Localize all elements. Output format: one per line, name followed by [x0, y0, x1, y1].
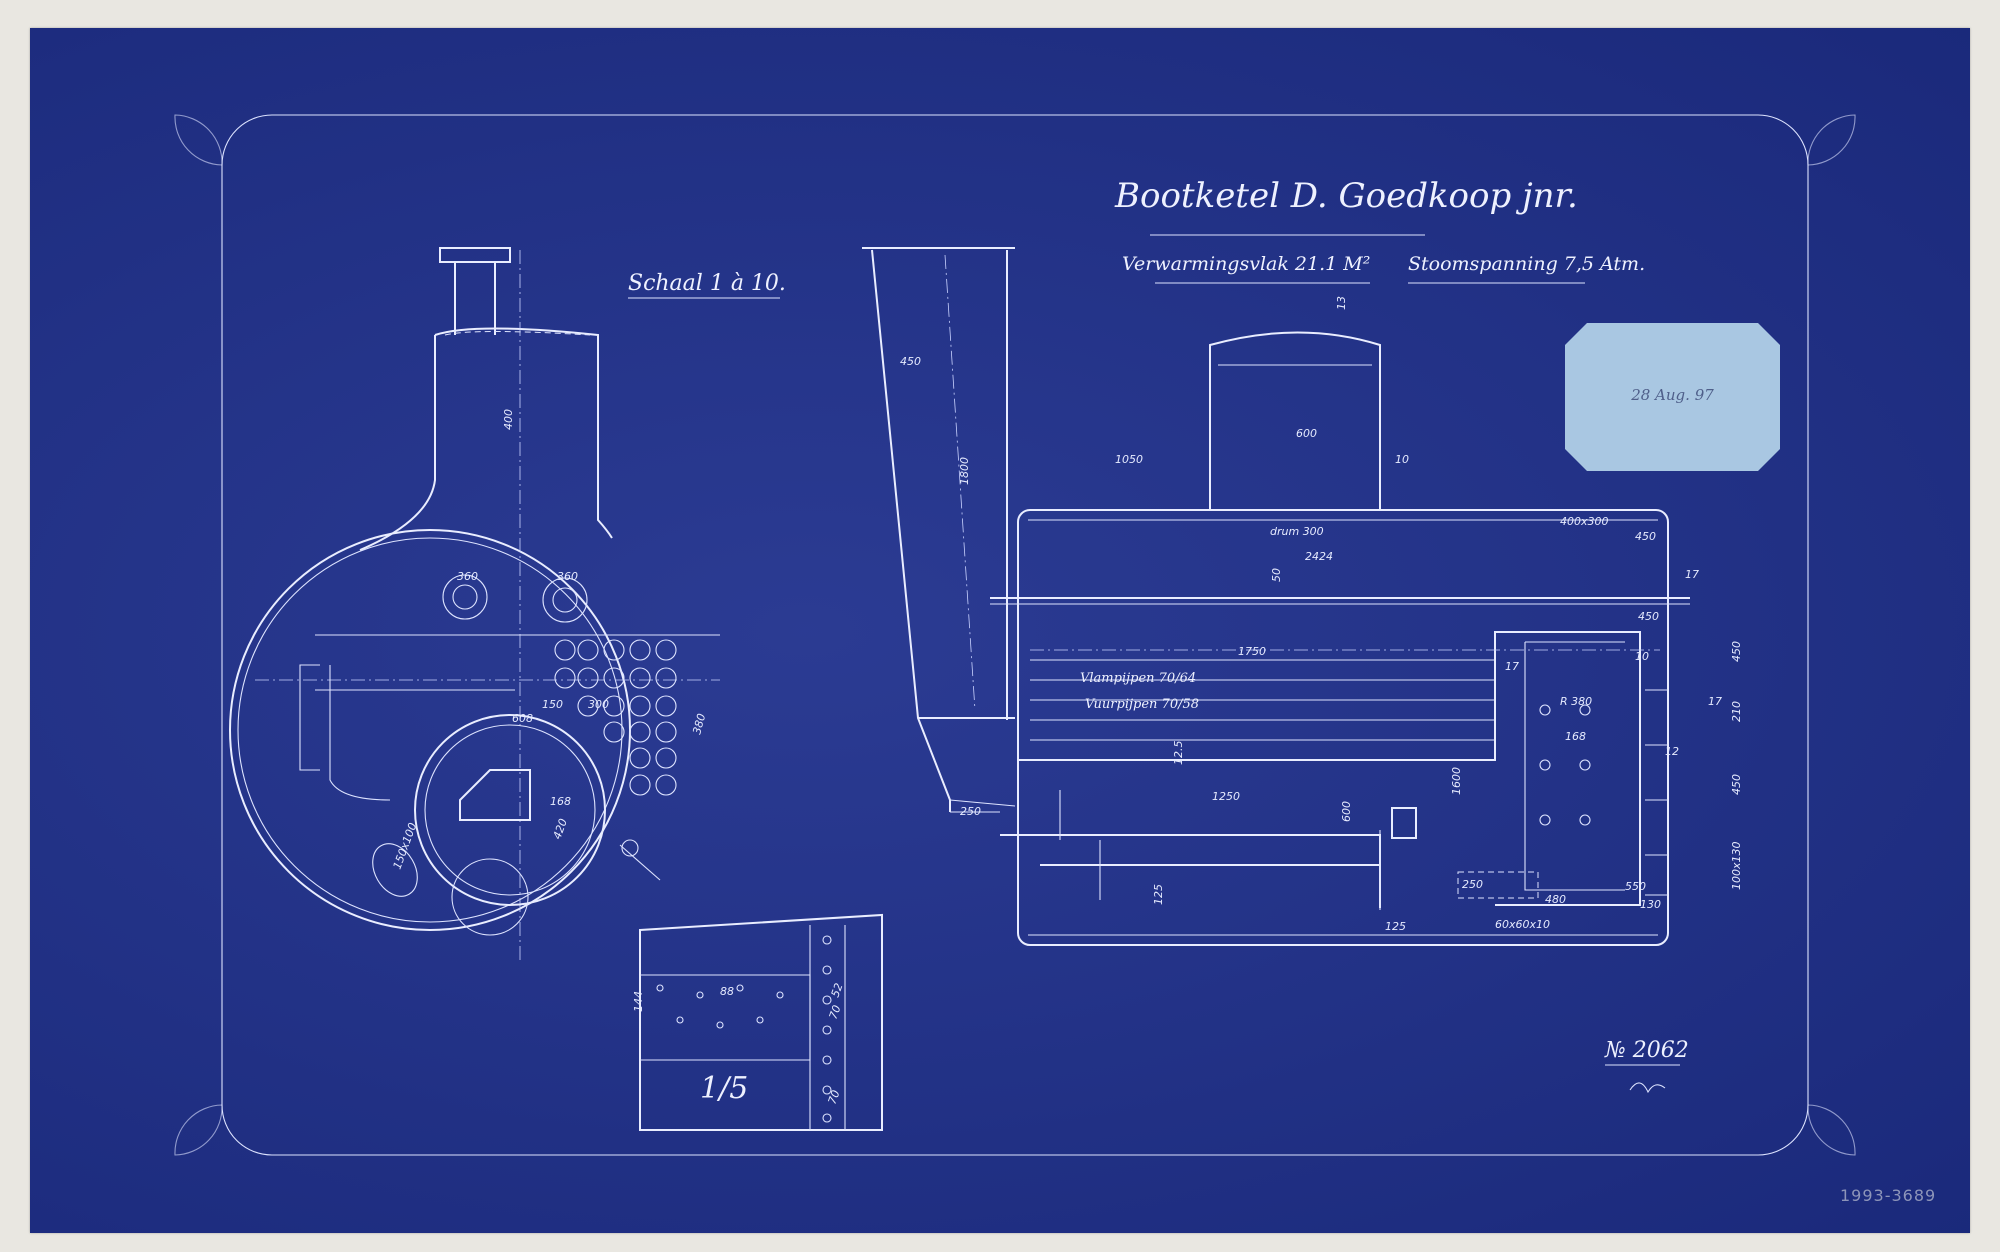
drawing-number: № 2062: [1604, 1038, 1689, 1063]
dimension-front-view-1: 360: [457, 570, 478, 583]
tube-label-1: Vlampijpen 70/64: [1080, 671, 1196, 686]
dimension-chimney-2: 250: [960, 805, 981, 818]
archive-number: 1993-3689: [1840, 1186, 1937, 1205]
date-stamp-label: 28 Aug. 97: [1565, 323, 1780, 471]
boiler-front-view: [229, 247, 720, 960]
front-chimney-cap: [439, 247, 511, 263]
scale-label: Schaal 1 à 10.: [628, 271, 786, 296]
dimension-side-view-29: 125: [1385, 920, 1406, 933]
dimension-side-view-20: 600: [1340, 801, 1353, 822]
dimension-side-view-27: 130: [1640, 898, 1661, 911]
dimension-side-view-11: 17: [1505, 660, 1519, 673]
dimension-side-view-32: 12.5: [1172, 741, 1185, 766]
dimension-chimney-1: 1800: [958, 457, 971, 485]
dimension-side-view-15: 450: [1730, 641, 1743, 662]
dimension-side-view-9: 17: [1685, 568, 1699, 581]
dimension-side-view-22: R 380: [1560, 695, 1592, 708]
dimension-side-view-31: 125: [1152, 884, 1165, 905]
dimension-side-view-21: 1600: [1450, 767, 1463, 795]
tube-label-2: Vuurpijpen 70/58: [1085, 697, 1199, 712]
dimension-side-view-2: 10: [1395, 453, 1409, 466]
chimney-elevation: [862, 247, 1016, 813]
drawing-border: [174, 114, 1856, 1156]
dimension-side-view-18: 450: [1730, 774, 1743, 795]
dimension-detail-0: 144: [632, 991, 645, 1012]
dimension-side-view-30: 60x60x10: [1495, 918, 1550, 931]
dimension-detail-3: 52: [829, 981, 846, 999]
dimension-side-view-12: 450: [1638, 610, 1659, 623]
dimension-front-view-7: 300: [588, 698, 609, 711]
dimension-front-view-8: 150x100: [391, 821, 420, 871]
signature-monogram: [1629, 1082, 1666, 1094]
dimension-side-view-25: 480: [1545, 893, 1566, 906]
detail-scale-label: 1/5: [700, 1071, 748, 1106]
dimension-front-view-2: 360: [557, 570, 578, 583]
date-stamp-text: 28 Aug. 97: [1631, 386, 1714, 404]
dimension-side-view-5: 400x300: [1560, 515, 1609, 528]
dimension-side-view-28: 100x130: [1730, 841, 1743, 890]
dimension-side-view-16: 210: [1730, 701, 1743, 722]
dimension-side-view-3: 13: [1335, 296, 1348, 310]
dimension-front-view-9: 608: [512, 712, 533, 725]
dimension-front-view-5: 380: [690, 712, 708, 736]
heating-surface-label: Verwarmingsvlak 21.1 M²: [1122, 253, 1370, 275]
steam-dome: [1209, 331, 1381, 510]
dimension-side-view-26: 550: [1625, 880, 1646, 893]
dimension-side-view-19: 1250: [1212, 790, 1240, 803]
blueprint-sheet: [30, 28, 1970, 1233]
front-firebox: [414, 714, 606, 906]
dimension-side-view-4: drum 300: [1270, 525, 1324, 538]
dimension-side-view-17: 12: [1665, 745, 1679, 758]
dimension-chimney-0: 450: [900, 355, 921, 368]
dimension-labels: 400 360 360 168 420 380 150 300 150x100 608 450 180…: [391, 296, 1743, 1106]
dimension-side-view-7: 2424: [1305, 550, 1333, 563]
steam-pressure-label: Stoomspanning 7,5 Atm.: [1408, 253, 1645, 275]
dimension-front-view-4: 420: [551, 817, 570, 841]
dimension-front-view-0: 400: [502, 409, 515, 430]
dimension-front-view-6: 150: [542, 698, 563, 711]
front-fire-tubes: [554, 639, 677, 796]
dimension-side-view-0: 1050: [1115, 453, 1143, 466]
dimension-side-view-8: 50: [1270, 568, 1283, 582]
dimension-detail-4: 70: [827, 1003, 844, 1021]
dimension-side-view-23: 168: [1565, 730, 1586, 743]
dimension-side-view-1: 600: [1296, 427, 1317, 440]
dimension-side-view-10: 1750: [1238, 645, 1266, 658]
dimension-side-view-14: 17: [1708, 695, 1722, 708]
dimension-detail-1: 88: [720, 985, 734, 998]
boiler-shell: [1017, 509, 1669, 946]
dimension-side-view-13: 10: [1635, 650, 1649, 663]
dimension-side-view-6: 450: [1635, 530, 1656, 543]
dimension-detail-2: 70: [826, 1088, 843, 1106]
drawing-title: Bootketel D. Goedkoop jnr.: [1114, 176, 1578, 216]
dimension-front-view-3: 168: [550, 795, 571, 808]
rivet-detail: 1/5: [639, 913, 883, 1131]
dimension-side-view-24: 250: [1462, 878, 1483, 891]
boiler-side-view: [990, 331, 1690, 946]
